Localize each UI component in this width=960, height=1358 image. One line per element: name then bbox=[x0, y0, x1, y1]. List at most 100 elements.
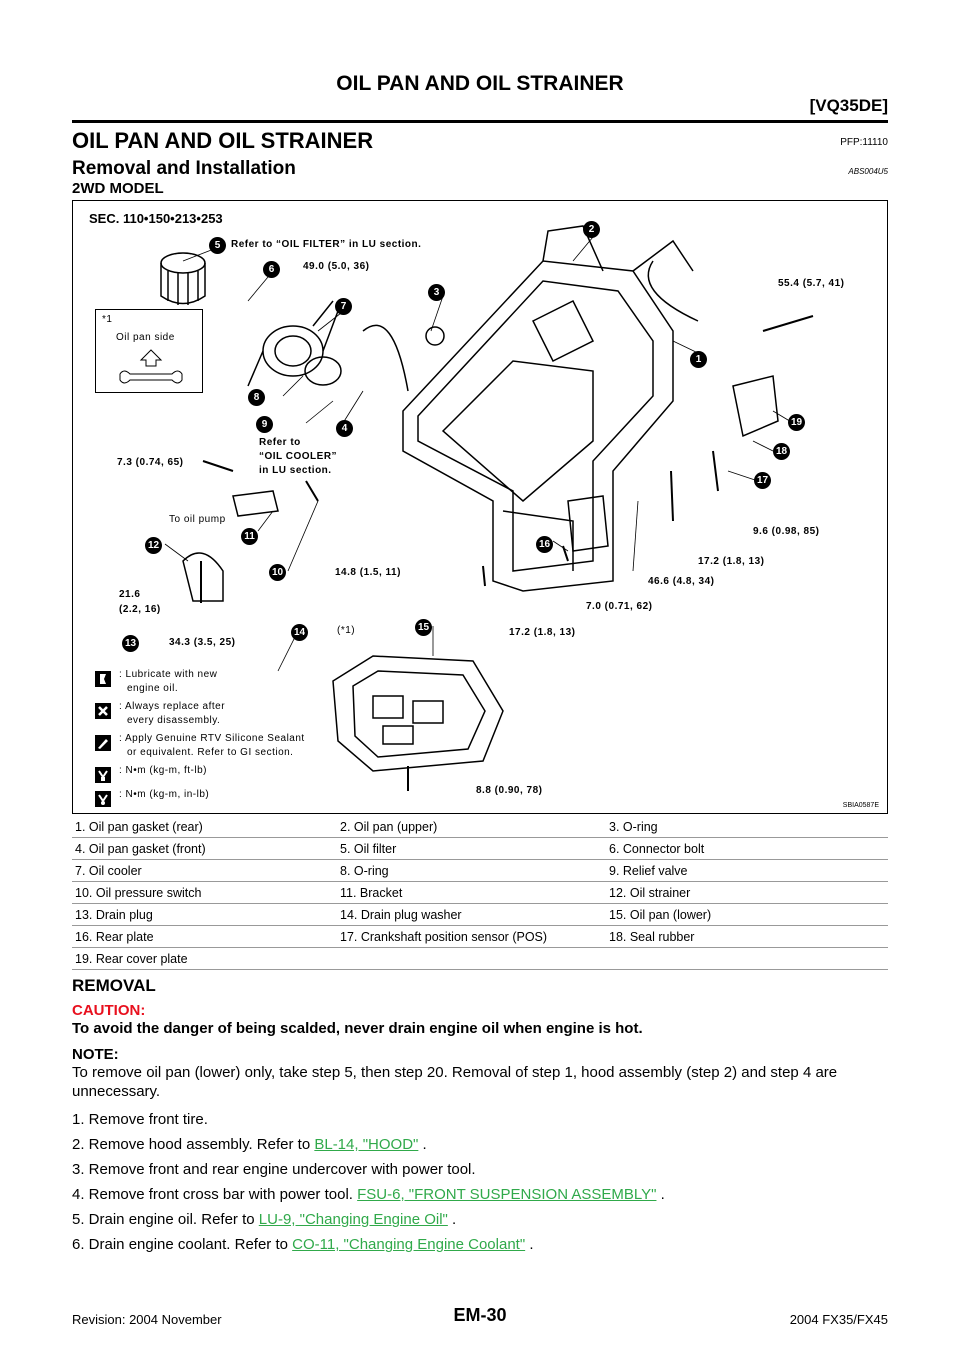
oil-cooler-drawing bbox=[247, 300, 342, 387]
step-text: 6. Drain engine coolant. Refer to bbox=[72, 1236, 293, 1253]
abs-code: ABS004U5 bbox=[848, 167, 888, 176]
callout-17: 17 bbox=[754, 472, 771, 489]
parts-cell: 2. Oil pan (upper) bbox=[337, 816, 606, 838]
callout-3: 3 bbox=[428, 284, 445, 301]
parts-cell: 18. Seal rubber bbox=[606, 925, 888, 948]
label-star1: (*1) bbox=[337, 625, 356, 636]
parts-cell: 3. O-ring bbox=[606, 816, 888, 838]
legend-text: : N•m (kg-m, ft-lb) bbox=[119, 765, 207, 776]
sealant-icon bbox=[95, 735, 111, 751]
oil-strainer-drawing bbox=[182, 552, 224, 602]
parts-cell: 11. Bracket bbox=[337, 881, 606, 904]
diagram-drawing bbox=[160, 225, 814, 791]
inset-box: *1 Oil pan side bbox=[95, 309, 203, 393]
label-refer-cooler-2: “OIL COOLER” bbox=[259, 451, 338, 462]
engine-tag: [VQ35DE] bbox=[809, 96, 888, 115]
callout-10: 10 bbox=[269, 564, 286, 581]
step-tail: . bbox=[447, 1211, 457, 1228]
note-text: To remove oil pan (lower) only, take ste… bbox=[72, 1064, 838, 1100]
parts-cell: 8. O-ring bbox=[337, 859, 606, 882]
oil-filter-drawing bbox=[160, 252, 206, 305]
callout-4: 4 bbox=[336, 420, 353, 437]
step-text: 1. Remove front tire. bbox=[72, 1111, 208, 1128]
parts-row: 19. Rear cover plate bbox=[72, 947, 888, 970]
callout-14: 14 bbox=[291, 624, 308, 641]
parts-table: 1. Oil pan gasket (rear)2. Oil pan (uppe… bbox=[72, 816, 888, 970]
label-torque-216a: 21.6 bbox=[119, 589, 141, 600]
footer-model: 2004 FX35/FX45 bbox=[789, 1312, 888, 1327]
section-title: OIL PAN AND OIL STRAINER bbox=[72, 128, 374, 153]
bracket-drawing bbox=[232, 490, 279, 517]
parts-cell: 4. Oil pan gasket (front) bbox=[72, 837, 337, 860]
callout-6: 6 bbox=[263, 261, 280, 278]
step-reference-link[interactable]: LU-9, "Changing Engine Oil" bbox=[258, 1211, 448, 1228]
label-refer-cooler-3: in LU section. bbox=[259, 465, 332, 476]
parts-cell: 9. Relief valve bbox=[606, 859, 888, 882]
legend-row: : Always replace after every disassembly… bbox=[95, 701, 355, 733]
label-torque-96: 9.6 (0.98, 85) bbox=[753, 526, 820, 537]
step-reference-link[interactable]: FSU-6, "FRONT SUSPENSION ASSEMBLY" bbox=[357, 1186, 657, 1203]
label-torque-148: 14.8 (1.5, 11) bbox=[335, 567, 401, 578]
caution-label: CAUTION: bbox=[72, 1002, 146, 1019]
parts-cell: 17. Crankshaft position sensor (POS) bbox=[337, 925, 606, 948]
legend-text: : Lubricate with new bbox=[119, 669, 218, 680]
legend-text: or equivalent. Refer to GI section. bbox=[127, 747, 294, 758]
inset-arrow-drawing bbox=[119, 349, 183, 384]
front-gasket-drawing bbox=[362, 324, 409, 392]
callout-2: 2 bbox=[583, 221, 600, 238]
removal-step: 3. Remove front and rear engine undercov… bbox=[72, 1161, 476, 1178]
parts-cell: 15. Oil pan (lower) bbox=[606, 903, 888, 926]
label-torque-70: 7.0 (0.71, 62) bbox=[586, 601, 653, 612]
legend-row: : N•m (kg-m, in-lb) bbox=[95, 789, 355, 813]
removal-step: 5. Drain engine oil. Refer to LU-9, "Cha… bbox=[72, 1211, 456, 1228]
callout-18: 18 bbox=[773, 443, 790, 460]
step-reference-link[interactable]: CO-11, "Changing Engine Coolant" bbox=[292, 1236, 526, 1253]
parts-cell: 12. Oil strainer bbox=[606, 881, 888, 904]
removal-step: 6. Drain engine coolant. Refer to CO-11,… bbox=[72, 1236, 534, 1253]
callout-8: 8 bbox=[248, 389, 265, 406]
parts-cell: 5. Oil filter bbox=[337, 837, 606, 860]
lubricate-icon bbox=[95, 671, 111, 687]
torque-ftlb-icon bbox=[95, 767, 111, 783]
removal-step: 4. Remove front cross bar with power too… bbox=[72, 1186, 665, 1203]
label-refer-oil-filter: Refer to “OIL FILTER” in LU section. bbox=[231, 239, 422, 250]
legend-row: : Apply Genuine RTV Silicone Sealant or … bbox=[95, 733, 355, 765]
step-text: 3. Remove front and rear engine undercov… bbox=[72, 1161, 476, 1178]
legend-text: : Always replace after bbox=[119, 701, 226, 712]
label-torque-172b: 17.2 (1.8, 13) bbox=[509, 627, 576, 638]
callout-9: 9 bbox=[256, 416, 273, 433]
legend-text: : Apply Genuine RTV Silicone Sealant bbox=[119, 733, 305, 744]
rear-plate-drawing bbox=[567, 495, 609, 552]
step-text: 5. Drain engine oil. Refer to bbox=[72, 1211, 259, 1228]
legend-row: : Lubricate with new engine oil. bbox=[95, 669, 355, 701]
torque-inlb-icon bbox=[95, 791, 111, 807]
step-tail: . bbox=[418, 1136, 427, 1153]
callout-19: 19 bbox=[788, 414, 805, 431]
legend-text: : N•m (kg-m, in-lb) bbox=[119, 789, 210, 800]
figure-code: SBIA0587E bbox=[842, 802, 879, 809]
footer-revision: Revision: 2004 November bbox=[72, 1312, 222, 1327]
removal-step: 2. Remove hood assembly. Refer to BL-14,… bbox=[72, 1136, 427, 1153]
label-torque-343: 34.3 (3.5, 25) bbox=[169, 637, 236, 648]
parts-cell: 10. Oil pressure switch bbox=[72, 881, 337, 904]
caution-text: To avoid the danger of being scalded, ne… bbox=[72, 1020, 643, 1037]
exploded-diagram: SEC. 110•150•213•253 bbox=[72, 200, 888, 814]
label-torque-172a: 17.2 (1.8, 13) bbox=[698, 556, 765, 567]
label-torque-49: 49.0 (5.0, 36) bbox=[303, 261, 370, 272]
parts-cell: 7. Oil cooler bbox=[72, 859, 337, 882]
parts-cell: 13. Drain plug bbox=[72, 903, 337, 926]
parts-cell: 1. Oil pan gasket (rear) bbox=[72, 816, 337, 838]
rear-cover-drawing bbox=[732, 375, 779, 438]
legend-row: : N•m (kg-m, ft-lb) bbox=[95, 765, 355, 789]
removal-step: 1. Remove front tire. bbox=[72, 1111, 208, 1128]
oil-pan-lower-drawing bbox=[332, 655, 504, 772]
callout-16: 16 bbox=[536, 536, 553, 553]
pfp-code: PFP:11110 bbox=[840, 137, 888, 148]
parts-cell: 19. Rear cover plate bbox=[72, 947, 337, 970]
step-reference-link[interactable]: BL-14, "HOOD" bbox=[314, 1136, 419, 1153]
parts-row: 1. Oil pan gasket (rear)2. Oil pan (uppe… bbox=[72, 816, 888, 838]
legend-text: every disassembly. bbox=[127, 715, 221, 726]
